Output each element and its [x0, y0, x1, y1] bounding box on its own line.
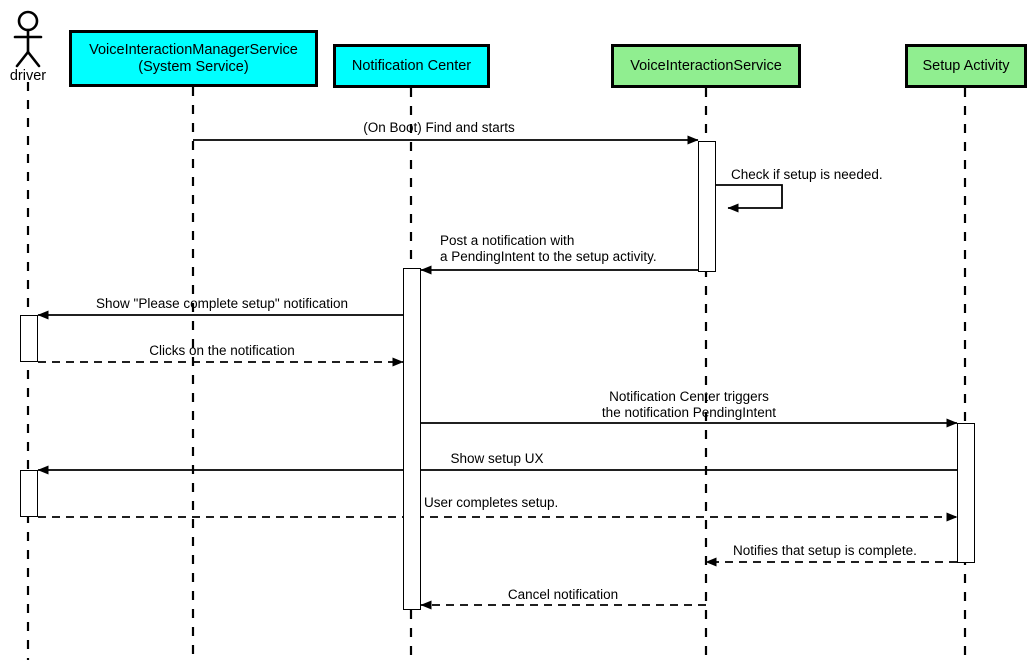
message-label-msg-notifies-that-setup-is-complete: Notifies that setup is complete.	[733, 543, 917, 558]
participant-box-notification-center[interactable]: Notification Center	[333, 44, 490, 88]
activation-bar-act-nc-1	[403, 268, 421, 610]
activation-bar-act-vis-1	[698, 141, 716, 272]
message-label-msg-on-boot-find-and-starts: (On Boot) Find and starts	[363, 120, 515, 135]
message-label-msg-show-setup-ux: Show setup UX	[450, 451, 544, 466]
message-label-msg-notification-center-triggers-pendingintent: Notification Center triggers the notific…	[601, 389, 777, 420]
activation-bar-act-driver-2	[20, 470, 38, 517]
message-label-msg-user-completes-setup: User completes setup.	[424, 495, 559, 510]
stick-figure-actor-icon	[13, 10, 43, 68]
message-label-msg-cancel-notification: Cancel notification	[507, 587, 619, 602]
message-arrow-msg-check-if-setup-is-needed	[716, 184, 783, 213]
message-label-msg-check-if-setup-is-needed: Check if setup is needed.	[731, 167, 883, 182]
activation-bar-act-setup-1	[957, 423, 975, 563]
actor-layer	[13, 10, 43, 68]
message-label-msg-clicks-on-the-notification: Clicks on the notification	[149, 343, 295, 358]
message-label-msg-show-please-complete-setup-notification: Show "Please complete setup" notificatio…	[96, 296, 348, 311]
participant-box-voice-interaction-service[interactable]: VoiceInteractionService	[611, 44, 801, 88]
participant-box-vims[interactable]: VoiceInteractionManagerService (System S…	[69, 30, 318, 87]
activation-bar-act-driver-1	[20, 315, 38, 362]
messages-layer	[37, 135, 958, 610]
actor-label-driver: driver	[9, 68, 47, 84]
message-label-msg-post-a-notification: Post a notification with a PendingIntent…	[440, 233, 657, 264]
participant-box-setup-activity[interactable]: Setup Activity	[905, 44, 1027, 88]
